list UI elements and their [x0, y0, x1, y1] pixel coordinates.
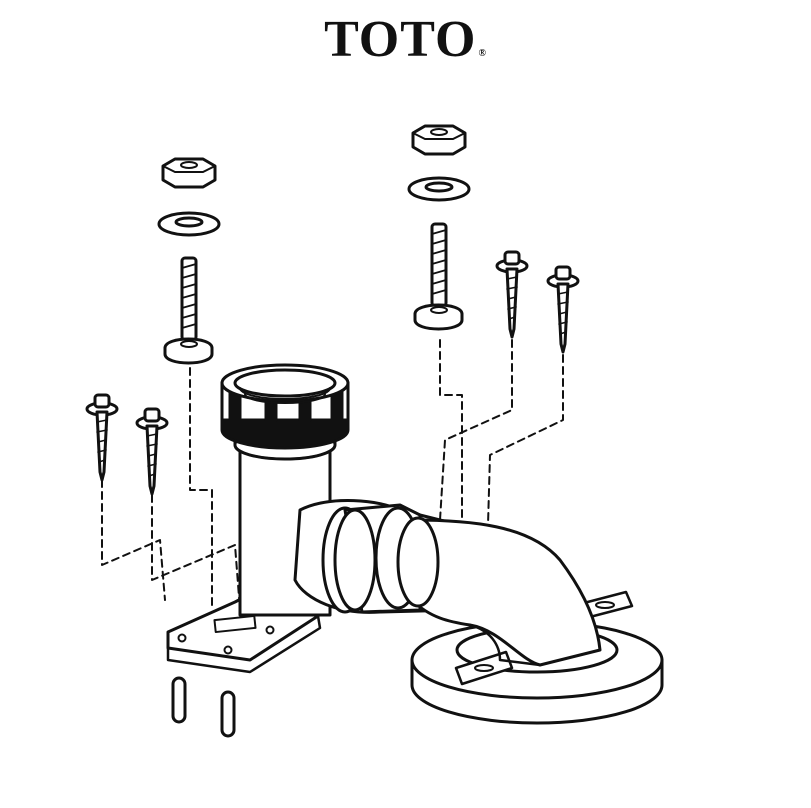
wood-screw-right-1: [495, 250, 529, 339]
guide-left-screw-2: [151, 494, 241, 611]
elbow-bend: [410, 518, 602, 667]
washer-left: [157, 211, 221, 237]
guide-left-screw-1: [101, 479, 166, 601]
flange-slot-left: [454, 650, 514, 686]
registered-mark: ®: [478, 48, 487, 59]
hex-nut-right: [411, 124, 467, 156]
wood-screw-left-2: [135, 407, 169, 496]
guide-right-bolt: [439, 339, 463, 521]
drain-elbow-assembly: [220, 363, 602, 667]
hex-nut-left: [161, 157, 217, 189]
assembly-guide-lines: [101, 339, 564, 611]
t-bolt-left: [163, 256, 214, 365]
floor-pin-right: [220, 690, 236, 738]
t-bolt-right: [413, 222, 464, 331]
wood-screw-left-1: [85, 393, 119, 482]
guide-left-bolt: [189, 367, 213, 611]
guide-right-screw-1: [439, 339, 513, 521]
floor-pin-left: [171, 676, 187, 724]
brand-name: TOTO: [324, 11, 477, 68]
wood-screw-right-2: [546, 265, 580, 354]
guide-right-screw-2: [487, 354, 564, 526]
toto-logo: TOTO®: [0, 14, 811, 66]
washer-right: [407, 176, 471, 202]
